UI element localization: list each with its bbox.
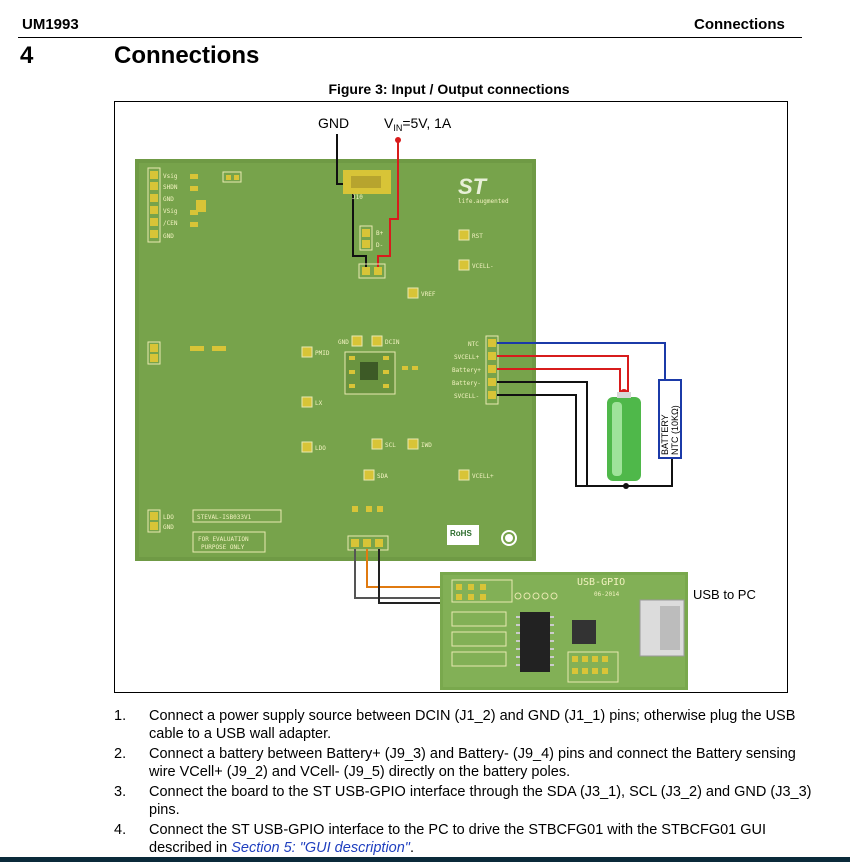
svg-text:IWD: IWD [421,442,432,449]
svcell-minus-wire [497,394,626,487]
svg-text:GND: GND [163,196,174,203]
svg-text:Vsig: Vsig [163,173,178,180]
header-section: Connections [694,16,785,33]
vin-label: VIN=5V, 1A [384,115,452,133]
vin-wire [377,141,399,275]
header-doc-id: UM1993 [22,16,79,33]
svg-text:D-: D- [376,242,383,249]
svg-text:RST: RST [472,233,483,240]
sda-wire [354,549,480,599]
section-link[interactable]: Section 5: "GUI description" [231,840,410,856]
svg-text:Battery-: Battery- [452,380,481,387]
st-logo: ST [458,174,488,199]
ntc-resistor [658,379,682,459]
gnd-wire [336,134,367,275]
svg-text:SVCELL+: SVCELL+ [454,354,480,361]
svg-text:NTC: NTC [468,341,479,348]
svg-text:VCELL+: VCELL+ [472,473,494,480]
section-number: 4 [20,42,34,69]
svg-text:NTC (10KΩ): NTC (10KΩ) [670,405,680,455]
connection-diagram: GND VIN=5V, 1A J10 ST life.augmented Vsi… [135,115,756,690]
svg-text:FOR EVALUATION: FOR EVALUATION [198,536,249,543]
svg-text:SVCELL-: SVCELL- [454,393,479,400]
svg-text:RoHS: RoHS [450,529,472,538]
figure-frame [114,101,788,693]
header-rule [18,37,802,38]
list-item: 1. Connect a power supply source between… [114,708,796,742]
section-title: Connections [114,42,260,69]
page-bottom-bar [0,857,850,862]
svg-text:LDO: LDO [163,514,174,521]
list-item: 3. Connect the board to the ST USB-GPIO … [114,784,812,818]
svg-text:B+: B+ [376,230,384,237]
instruction-list: 1. Connect a power supply source between… [114,707,814,859]
svg-text:BATTERY: BATTERY [660,414,670,455]
svg-text:06-2014: 06-2014 [594,591,620,598]
svg-text:STEVAL-ISB033V1: STEVAL-ISB033V1 [197,514,252,521]
svg-text:/CEN: /CEN [163,220,178,227]
svg-text:SCL: SCL [385,442,396,449]
gnd-i2c-wire [378,549,470,604]
list-item: 4. Connect the ST USB-GPIO interface to … [114,822,767,856]
svg-text:SHDN: SHDN [163,184,178,191]
pcb-label-j10: J10 [352,194,363,201]
gnd-label: GND [318,115,349,131]
svg-text:DCIN: DCIN [385,339,400,346]
battery-plus-wire [497,368,621,392]
svg-text:GND: GND [338,339,349,346]
figure-caption: Figure 3: Input / Output connections [328,81,570,97]
svg-text:SDA: SDA [377,473,388,480]
list-item: 2. Connect a battery between Battery+ (J… [114,746,796,780]
svg-text:GND: GND [163,233,174,240]
st-sub: life.augmented [458,198,509,205]
svg-text:VCELL-: VCELL- [472,263,494,270]
svg-text:LDO: LDO [315,445,326,452]
svg-text:VSig: VSig [163,208,178,215]
usb-gpio-label: USB-GPIO [577,577,625,588]
svcell-plus-wire [497,355,629,392]
ntc-wire [497,342,666,380]
svg-text:PURPOSE ONLY: PURPOSE ONLY [201,544,245,551]
svg-text:Battery+: Battery+ [452,367,481,374]
svg-text:GND: GND [163,524,174,531]
svg-text:VREF: VREF [421,291,436,298]
usb-to-pc-label: USB to PC [693,587,756,602]
svg-text:PMID: PMID [315,350,330,357]
svg-text:LX: LX [315,400,323,407]
